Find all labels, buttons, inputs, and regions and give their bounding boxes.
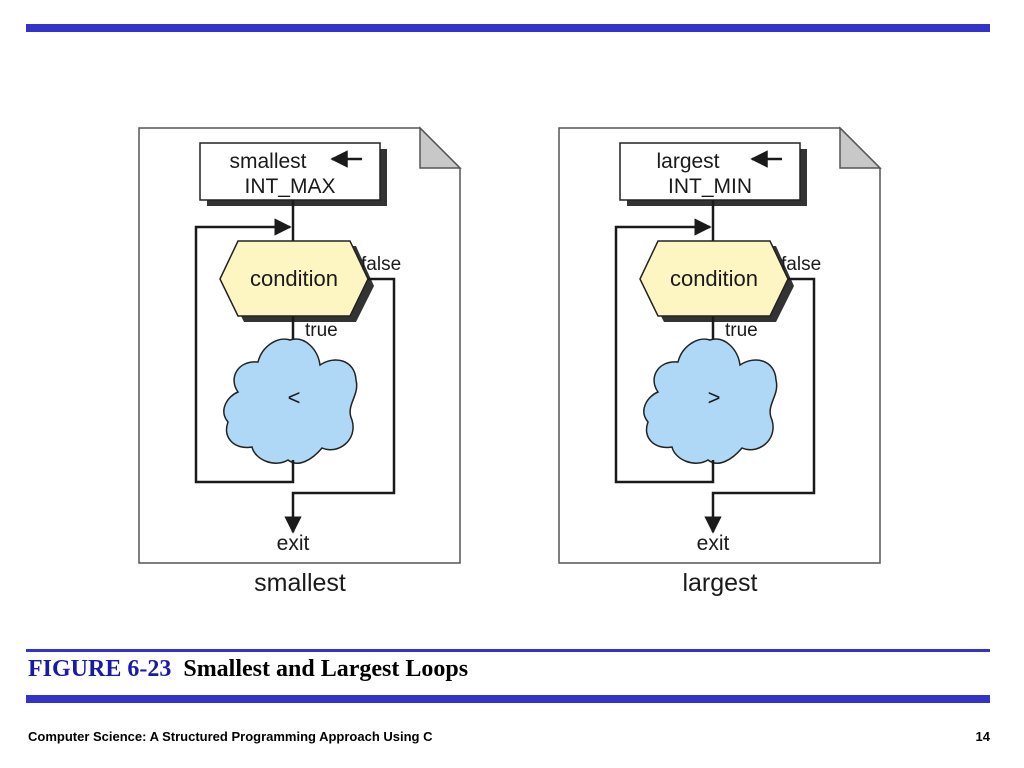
init-label-line2: INT_MAX bbox=[244, 175, 335, 198]
page-corner-fold bbox=[839, 126, 882, 169]
false-exit-line bbox=[704, 277, 816, 534]
init-label-line1: largest bbox=[656, 150, 719, 173]
condition-label: condition bbox=[670, 266, 758, 291]
loop-back-line bbox=[194, 218, 295, 484]
right-diagram-caption: largest bbox=[682, 569, 757, 597]
false-exit-line bbox=[284, 277, 396, 534]
false-label: false bbox=[781, 254, 821, 275]
figure-number: FIGURE 6-23 bbox=[28, 656, 172, 682]
loop-body-operator: < bbox=[288, 385, 301, 410]
left-diagram-caption: smallest bbox=[254, 569, 346, 597]
loop-body-blob bbox=[643, 338, 778, 464]
condition-label: condition bbox=[250, 266, 338, 291]
false-label: false bbox=[361, 254, 401, 275]
footer-book-title: Computer Science: A Structured Programmi… bbox=[28, 729, 433, 744]
init-box bbox=[199, 142, 381, 201]
smallest-loop-diagram: smallest INT_MAX condition false true < … bbox=[138, 126, 462, 564]
init-label-line2: INT_MIN bbox=[668, 175, 752, 198]
loop-diagrams: smallest INT_MAX condition false true < … bbox=[138, 126, 882, 597]
footer-page-number: 14 bbox=[975, 729, 990, 744]
largest-loop-diagram: largest INT_MIN condition false true > e… bbox=[558, 126, 882, 564]
figure-caption: FIGURE 6-23 Smallest and Largest Loops bbox=[28, 656, 468, 683]
true-label: true bbox=[725, 320, 758, 341]
top-rule bbox=[26, 24, 990, 32]
page-corner-fold bbox=[419, 126, 462, 169]
loop-body-operator: > bbox=[708, 385, 721, 410]
exit-label: exit bbox=[277, 532, 310, 555]
figure-title: Smallest and Largest Loops bbox=[183, 656, 469, 682]
exit-label: exit bbox=[697, 532, 730, 555]
loop-back-line bbox=[614, 218, 715, 484]
caption-rule-bottom bbox=[26, 695, 990, 703]
caption-rule-top bbox=[26, 649, 990, 652]
true-label: true bbox=[305, 320, 338, 341]
init-label-line1: smallest bbox=[229, 150, 306, 173]
loop-body-blob bbox=[223, 338, 358, 464]
init-box bbox=[619, 142, 801, 201]
